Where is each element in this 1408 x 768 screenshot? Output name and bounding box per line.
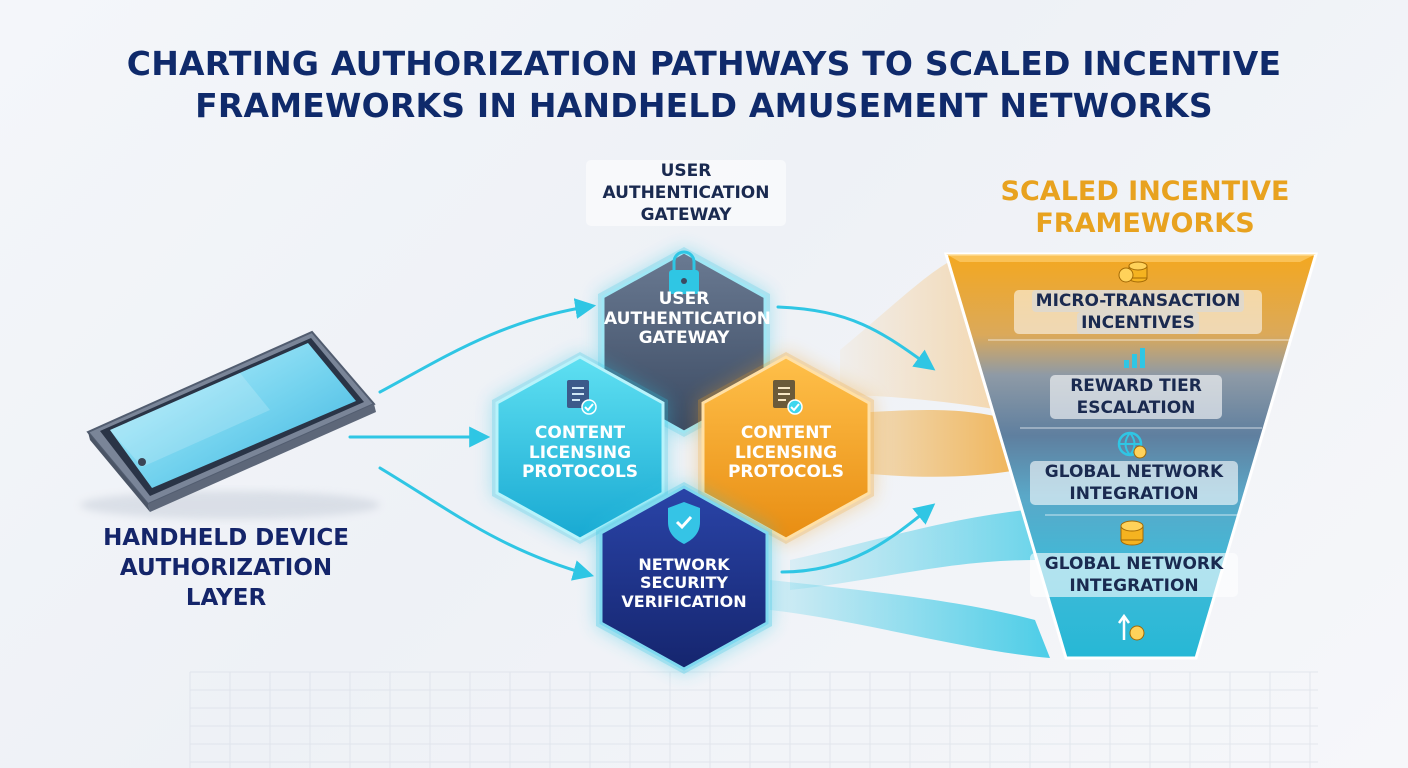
gateway-caption-line2: AUTHENTICATION (602, 183, 770, 203)
gateway-caption: USER AUTHENTICATION GATEWAY (586, 160, 786, 226)
shield-check-icon (668, 502, 700, 544)
gateway-caption-line3: GATEWAY (640, 205, 732, 225)
hexagon-network-security-verification (596, 482, 772, 674)
coin-stack-icon (1118, 261, 1148, 283)
arrow-device-to-network (378, 466, 595, 581)
funnel-heading-line2: FRAMEWORKS (1035, 208, 1255, 240)
funnel-tier-1-line2: INCENTIVES (1077, 312, 1199, 334)
funnel-tier-4-line1: GLOBAL NETWORK (1044, 554, 1224, 574)
funnel-tier-4: GLOBAL NETWORK INTEGRATION (1030, 553, 1238, 597)
auth-hexagon-label: USER AUTHENTICATION GATEWAY (604, 289, 771, 349)
diagram-title-line2: FRAMEWORKS IN HANDHELD AMUSEMENT NETWORK… (195, 86, 1213, 125)
floor-grid (189, 671, 1318, 768)
content-right-hexagon-label: CONTENT LICENSING PROTOCOLS (706, 423, 866, 483)
network-hexagon-line3: VERIFICATION (621, 591, 747, 611)
arrow-network-to-funnel (780, 503, 936, 574)
auth-hexagon-line3: GATEWAY (638, 328, 730, 349)
content-left-hexagon-label: CONTENT LICENSING PROTOCOLS (500, 423, 660, 483)
coin-stack-icon (1120, 520, 1144, 546)
diagram-title-line1: CHARTING AUTHORIZATION PATHWAYS TO SCALE… (126, 44, 1282, 83)
stream-cyan-upper (790, 510, 1035, 590)
device-label: HANDHELD DEVICE AUTHORIZATION LAYER (84, 524, 368, 614)
stream-cyan-lower (770, 580, 1050, 658)
arrow-device-to-auth (378, 298, 597, 394)
funnel-heading: SCALED INCENTIVE FRAMEWORKS (990, 176, 1300, 241)
stream-orange (830, 410, 1018, 477)
funnel-tier-2-line1: REWARD TIER (1070, 376, 1202, 396)
exchange-coin-icon (1117, 613, 1145, 641)
funnel-tier-3-line2: INTEGRATION (1069, 484, 1199, 504)
hexagon-content-licensing-right (698, 352, 874, 544)
funnel-tier-4-line2: INTEGRATION (1069, 576, 1199, 596)
auth-hexagon-line2: AUTHENTICATION (604, 308, 771, 329)
funnel-heading-line1: SCALED INCENTIVE (1000, 176, 1290, 207)
globe-coin-icon (1117, 431, 1147, 459)
content-left-line1: CONTENT (534, 423, 626, 443)
lock-icon (669, 250, 699, 294)
tablet-device (80, 330, 380, 519)
network-hexagon-label: NETWORK SECURITY VERIFICATION (604, 555, 764, 611)
content-right-line3: PROTOCOLS (727, 462, 845, 483)
device-label-line3: LAYER (185, 584, 267, 611)
document-check-icon (773, 380, 803, 415)
funnel-tier-2-line2: ESCALATION (1076, 398, 1196, 418)
content-right-line2: LICENSING (734, 442, 838, 463)
device-label-line2: AUTHORIZATION (119, 554, 333, 581)
hexagon-content-licensing-left (492, 352, 668, 544)
device-label-line1: HANDHELD DEVICE (103, 525, 349, 551)
auth-hexagon-line1: USER (658, 289, 710, 309)
arrows (348, 298, 936, 581)
content-left-line2: LICENSING (528, 442, 632, 463)
content-left-line3: PROTOCOLS (521, 462, 639, 483)
funnel-tier-2: REWARD TIER ESCALATION (1050, 375, 1222, 419)
funnel-tier-1-line1: MICRO-TRANSACTION (1031, 290, 1245, 312)
network-hexagon-line1: NETWORK (638, 555, 730, 574)
network-hexagon-line2: SECURITY (640, 573, 728, 593)
document-check-icon (567, 380, 597, 415)
funnel-tier-1: MICRO-TRANSACTION INCENTIVES (1014, 290, 1262, 334)
gateway-caption-line1: USER (660, 161, 712, 181)
funnel-tier-3: GLOBAL NETWORK INTEGRATION (1030, 461, 1238, 505)
arrow-auth-to-funnel (776, 305, 936, 371)
content-right-line1: CONTENT (740, 423, 832, 443)
growth-bars-icon (1124, 348, 1145, 368)
funnel-tier-3-line1: GLOBAL NETWORK (1044, 462, 1224, 482)
